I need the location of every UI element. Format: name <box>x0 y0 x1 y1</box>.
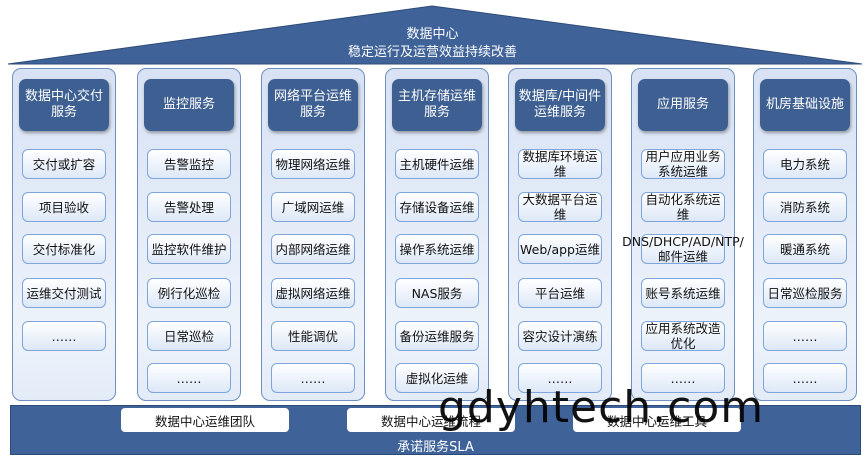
service-column: 主机存储运维服务主机硬件运维存储设备运维操作系统运维 NAS服务备份运维服务虚拟化… <box>385 68 489 401</box>
service-item: 性能调优 <box>271 321 355 351</box>
service-item: 项目验收 <box>22 192 106 222</box>
service-item: 容灾设计演练 <box>518 321 602 351</box>
service-item: DNS/DHCP/AD/NTP/邮件运维 <box>622 234 744 264</box>
service-item: 大数据平台运维 <box>518 192 602 222</box>
service-item: 自动化系统运维 <box>641 192 725 222</box>
roof <box>7 5 863 65</box>
service-column: 应用服务用户应用业务系统运维自动化系统运维 DNS/DHCP/AD/NTP/邮件运… <box>622 68 744 401</box>
service-item: 数据库环境运维 <box>518 149 602 179</box>
service-item: 暖通系统 <box>763 234 847 264</box>
service-item: …… <box>271 363 355 393</box>
service-item: NAS服务 <box>395 278 479 308</box>
service-item: Web/app运维 <box>518 234 602 264</box>
service-item: 账号系统运维 <box>641 278 725 308</box>
service-item: 备份运维服务 <box>395 321 479 351</box>
service-item: …… <box>641 363 725 393</box>
service-item: 告警监控 <box>147 149 231 179</box>
service-item: 监控软件维护 <box>147 234 231 264</box>
column-header: 应用服务 <box>638 79 728 131</box>
team-box-ops-process: 数据中心运维流程 <box>347 408 515 432</box>
service-column: 数据中心交付服务交付或扩容项目验收交付标准化运维交付测试 …… <box>12 68 116 401</box>
service-column: 监控服务告警监控告警处理监控软件维护例行化巡检日常巡检 …… <box>137 68 241 401</box>
column-header: 机房基础设施 <box>760 79 850 131</box>
service-item: 内部网络运维 <box>271 234 355 264</box>
service-item: 主机硬件运维 <box>395 149 479 179</box>
service-item: 虚拟化运维 <box>395 363 479 393</box>
team-box-ops-team: 数据中心运维团队 <box>121 408 289 432</box>
column-header: 数据库/中间件运维服务 <box>515 79 605 131</box>
service-item: 例行化巡检 <box>147 278 231 308</box>
service-column: 网络平台运维服务物理网络运维广域网运维内部网络运维虚拟网络运维性能调优 …… <box>261 68 365 401</box>
service-item: …… <box>763 321 847 351</box>
roof-title: 数据中心 <box>406 27 459 42</box>
service-item: 告警处理 <box>147 192 231 222</box>
watermark-text: gdyhtech.com <box>438 382 765 433</box>
service-item: …… <box>763 363 847 393</box>
column-header: 主机存储运维服务 <box>392 79 482 131</box>
service-item: 日常巡检服务 <box>763 278 847 308</box>
service-item: 运维交付测试 <box>22 278 106 308</box>
service-column: 数据库/中间件运维服务数据库环境运维大数据平台运维 Web/app运维平台运维容灾… <box>508 68 612 401</box>
service-item: 物理网络运维 <box>271 149 355 179</box>
roof-subtitle: 稳定运行及运营效益持续改善 <box>347 45 517 60</box>
service-item: …… <box>22 321 106 351</box>
sla-label: 承诺服务SLA <box>397 440 474 455</box>
service-item: …… <box>518 363 602 393</box>
column-header: 数据中心交付服务 <box>19 79 109 131</box>
service-column: 机房基础设施电力系统消防系统暖通系统日常巡检服务 …… …… <box>753 68 857 401</box>
service-item: 交付或扩容 <box>22 149 106 179</box>
service-item: 电力系统 <box>763 149 847 179</box>
service-item: 存储设备运维 <box>395 192 479 222</box>
service-item: 用户应用业务系统运维 <box>641 149 725 179</box>
service-item: 交付标准化 <box>22 234 106 264</box>
service-item: 应用系统改造优化 <box>641 321 725 351</box>
service-item: …… <box>147 363 231 393</box>
service-item: 广域网运维 <box>271 192 355 222</box>
service-item: 操作系统运维 <box>395 234 479 264</box>
service-item: 平台运维 <box>518 278 602 308</box>
service-item: 虚拟网络运维 <box>271 278 355 308</box>
service-item: 日常巡检 <box>147 321 231 351</box>
column-header: 监控服务 <box>144 79 234 131</box>
column-header: 网络平台运维服务 <box>268 79 358 131</box>
team-box-ops-tools: 数据中心运维工具 <box>573 408 741 432</box>
service-item: 消防系统 <box>763 192 847 222</box>
